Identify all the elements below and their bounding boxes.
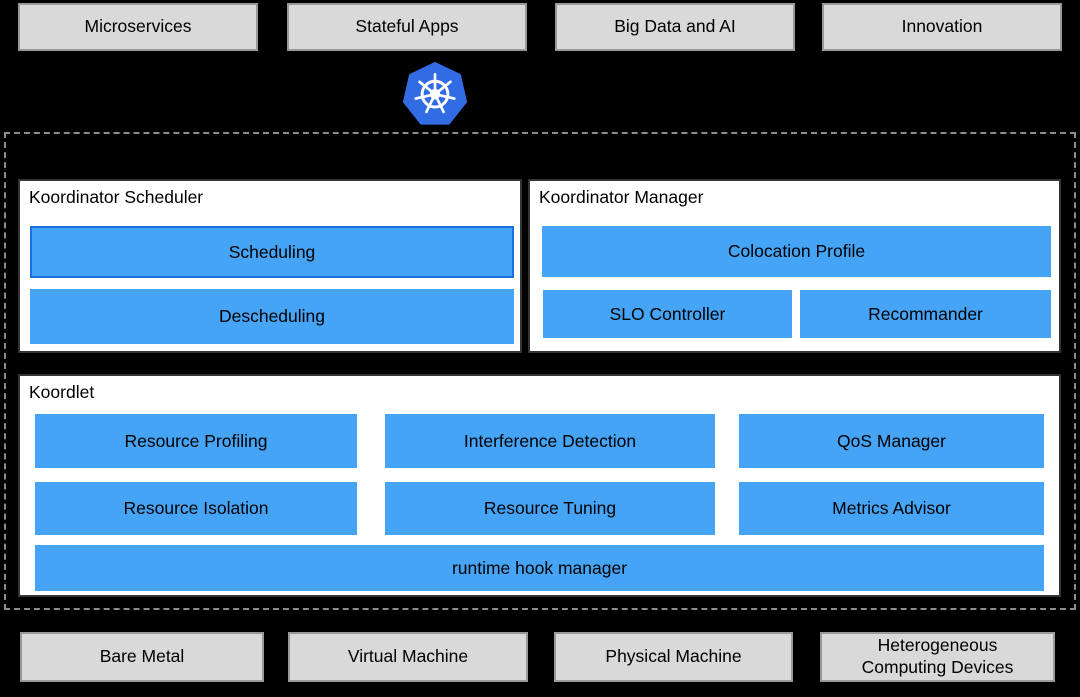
component-resource-profiling: Resource Profiling xyxy=(35,414,357,468)
infra-label: Bare Metal xyxy=(99,646,185,667)
component-label: Descheduling xyxy=(218,306,326,326)
component-label: SLO Controller xyxy=(609,303,726,324)
component-label: runtime hook manager xyxy=(451,557,628,578)
component-label: QoS Manager xyxy=(837,430,946,451)
infra-box-heterogeneous-computing-devices: Heterogeneous Computing Devices xyxy=(820,632,1055,682)
component-label: Scheduling xyxy=(228,241,316,262)
component-scheduling: Scheduling xyxy=(30,226,514,278)
component-label: Resource Profiling xyxy=(124,430,268,451)
component-metrics-advisor: Metrics Advisor xyxy=(739,482,1044,535)
panel-title: Koordlet xyxy=(29,382,95,402)
component-colocation-profile: Colocation Profile xyxy=(542,226,1051,277)
component-qos-manager: QoS Manager xyxy=(739,414,1044,468)
component-slo-controller: SLO Controller xyxy=(543,290,792,338)
panel-koordinator-manager: Koordinator Manager Colocation Profile S… xyxy=(528,179,1061,353)
component-label: Recommander xyxy=(868,303,983,324)
koordinator-system-frame xyxy=(4,132,1076,610)
infra-label: Heterogeneous Computing Devices xyxy=(861,635,1014,677)
panel-title: Koordinator Manager xyxy=(539,187,704,207)
workload-label: Microservices xyxy=(84,16,192,37)
workload-box-innovation: Innovation xyxy=(822,3,1062,51)
component-label: Resource Isolation xyxy=(123,498,269,518)
workload-label: Stateful Apps xyxy=(355,16,459,37)
workload-label: Big Data and AI xyxy=(614,16,736,37)
component-runtime-hook-manager: runtime hook manager xyxy=(35,545,1044,591)
panel-koordinator-scheduler: Koordinator Scheduler Scheduling Desched… xyxy=(18,179,522,353)
infra-label: Physical Machine xyxy=(605,646,742,667)
kubernetes-icon xyxy=(402,61,468,125)
infra-box-bare-metal: Bare Metal xyxy=(20,632,264,682)
component-resource-isolation: Resource Isolation xyxy=(35,482,357,535)
infra-label: Virtual Machine xyxy=(347,646,469,667)
component-label: Interference Detection xyxy=(463,430,637,451)
workload-box-big-data-and-ai: Big Data and AI xyxy=(555,3,795,51)
component-label: Resource Tuning xyxy=(483,498,617,518)
component-resource-tuning: Resource Tuning xyxy=(385,482,715,535)
component-descheduling: Descheduling xyxy=(30,289,514,344)
component-label: Metrics Advisor xyxy=(832,498,951,518)
panel-title: Koordinator Scheduler xyxy=(29,187,204,207)
component-label: Colocation Profile xyxy=(727,241,866,261)
component-interference-detection: Interference Detection xyxy=(385,414,715,468)
infra-box-physical-machine: Physical Machine xyxy=(554,632,793,682)
workload-label: Innovation xyxy=(901,16,983,37)
panel-koordlet: Koordlet Resource Profiling Interference… xyxy=(18,374,1061,597)
component-recommander: Recommander xyxy=(800,290,1051,338)
workload-box-stateful-apps: Stateful Apps xyxy=(287,3,527,51)
infra-box-virtual-machine: Virtual Machine xyxy=(288,632,528,682)
workload-box-microservices: Microservices xyxy=(18,3,258,51)
